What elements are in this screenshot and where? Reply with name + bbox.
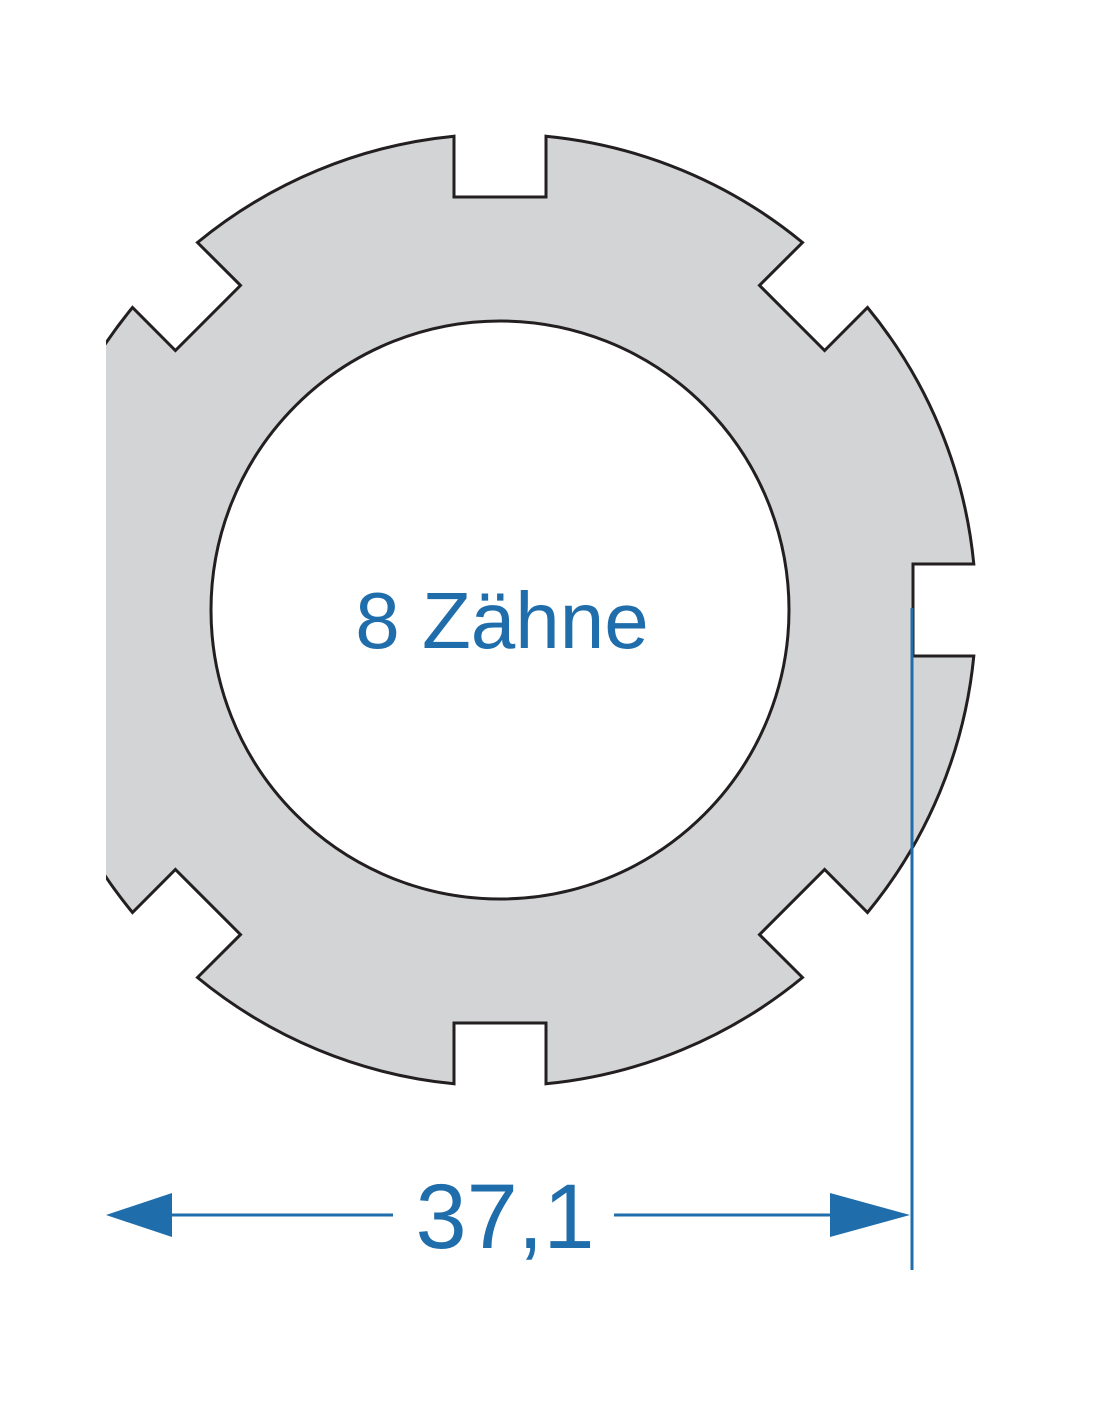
teeth-label: 8 Zähne (355, 576, 649, 665)
inner-bore (209, 319, 791, 901)
arrow-left-icon (106, 1193, 172, 1237)
arrow-right-icon (830, 1193, 910, 1237)
dimension-value: 37,1 (415, 1166, 594, 1268)
